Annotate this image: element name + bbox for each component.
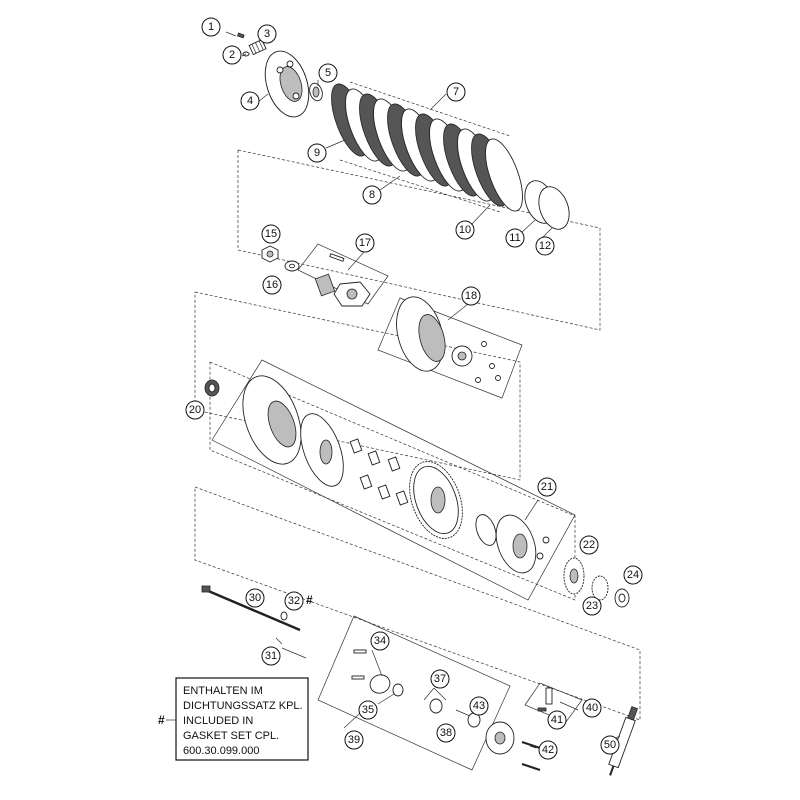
- callout-42[interactable]: 42: [538, 740, 558, 760]
- callout-9[interactable]: 9: [307, 143, 327, 163]
- callout-43[interactable]: 43: [469, 696, 489, 716]
- note-line-2: DICHTUNGSSATZ KPL.: [183, 700, 303, 712]
- note-line-3: INCLUDED IN: [183, 715, 253, 727]
- assembly-box-plates: [237, 149, 601, 331]
- parts-hub: [261, 245, 501, 383]
- callout-20-label: 20: [189, 404, 201, 416]
- callout-23[interactable]: 23: [582, 596, 602, 616]
- callout-12[interactable]: 12: [535, 236, 555, 256]
- callout-4-label: 4: [247, 95, 253, 107]
- callout-39[interactable]: 39: [344, 730, 364, 750]
- callout-18-label: 18: [465, 290, 477, 302]
- callout-24-label: 24: [627, 569, 639, 581]
- callout-41-label: 41: [551, 714, 563, 726]
- callout-35-label: 35: [362, 704, 374, 716]
- leader-lines: [241, 53, 621, 749]
- callout-22[interactable]: 22: [579, 535, 599, 555]
- note-hash-mark: #: [158, 713, 165, 727]
- callout-8-label: 8: [369, 189, 375, 201]
- callout-34-label: 34: [374, 635, 386, 647]
- callout-5[interactable]: 5: [318, 63, 338, 83]
- callout-31[interactable]: 31: [261, 646, 281, 666]
- callout-17[interactable]: 17: [355, 233, 375, 253]
- callout-22-label: 22: [583, 539, 595, 551]
- callout-18[interactable]: 18: [461, 286, 481, 306]
- callout-17-label: 17: [359, 237, 371, 249]
- callout-50-label: 50: [604, 739, 616, 751]
- gasket-set-note: # ENTHALTEN IM DICHTUNGSSATZ KPL. INCLUD…: [158, 677, 309, 761]
- note-line-1: ENTHALTEN IM: [183, 685, 263, 697]
- callout-38-label: 38: [440, 727, 452, 739]
- callout-20[interactable]: 20: [185, 400, 205, 420]
- parts-basket: [204, 375, 550, 574]
- callout-43-label: 43: [473, 700, 485, 712]
- callout-1-label: 1: [208, 21, 214, 33]
- callout-3[interactable]: 3: [257, 24, 277, 44]
- callout-38[interactable]: 38: [436, 723, 456, 743]
- callout-23-label: 23: [586, 600, 598, 612]
- note-line-5: 600.30.099.000: [183, 745, 259, 757]
- callout-42-label: 42: [542, 744, 554, 756]
- callout-2-label: 2: [229, 49, 235, 61]
- callout-37[interactable]: 37: [430, 669, 450, 689]
- callout-4[interactable]: 4: [240, 91, 260, 111]
- callout-32[interactable]: 32: [284, 591, 304, 611]
- callout-50[interactable]: 50: [600, 735, 620, 755]
- callout-12-label: 12: [539, 240, 551, 252]
- callout-9-label: 9: [314, 147, 320, 159]
- assembly-box-basket: [209, 361, 576, 601]
- note-line-4: GASKET SET CPL.: [183, 730, 279, 742]
- callout-40[interactable]: 40: [582, 698, 602, 718]
- callout-24[interactable]: 24: [623, 565, 643, 585]
- callout-39-label: 39: [348, 734, 360, 746]
- callout-32-label: 32: [288, 595, 300, 607]
- callout-7[interactable]: 7: [446, 82, 466, 102]
- frame-21: [211, 359, 576, 601]
- parts-lower: [201, 557, 639, 776]
- callout-15[interactable]: 15: [261, 224, 281, 244]
- callout-30-label: 30: [249, 592, 261, 604]
- callout-10[interactable]: 10: [455, 220, 475, 240]
- callout-7-label: 7: [453, 86, 459, 98]
- callout-34[interactable]: 34: [370, 631, 390, 651]
- hash-mark-32: #: [306, 593, 313, 607]
- callout-8[interactable]: 8: [362, 185, 382, 205]
- callout-15-label: 15: [265, 228, 277, 240]
- callout-21[interactable]: 21: [537, 477, 557, 497]
- callout-21-label: 21: [541, 481, 553, 493]
- callout-40-label: 40: [586, 702, 598, 714]
- callout-16-label: 16: [266, 279, 278, 291]
- callout-30[interactable]: 30: [245, 588, 265, 608]
- callout-31-label: 31: [265, 650, 277, 662]
- note-box: [175, 677, 309, 761]
- assembly-box-lower: [194, 486, 641, 721]
- callout-3-label: 3: [264, 28, 270, 40]
- callout-1[interactable]: 1: [201, 17, 221, 37]
- callout-5-label: 5: [325, 67, 331, 79]
- frame-18: [377, 297, 523, 399]
- callout-2[interactable]: 2: [222, 45, 242, 65]
- frame-39: [317, 615, 511, 771]
- parts-top: [225, 31, 570, 230]
- callout-35[interactable]: 35: [358, 700, 378, 720]
- callout-10-label: 10: [459, 224, 471, 236]
- callout-11[interactable]: 11: [505, 228, 525, 248]
- callout-16[interactable]: 16: [262, 275, 282, 295]
- callout-11-label: 11: [509, 232, 520, 244]
- callout-37-label: 37: [434, 673, 446, 685]
- callout-41[interactable]: 41: [547, 710, 567, 730]
